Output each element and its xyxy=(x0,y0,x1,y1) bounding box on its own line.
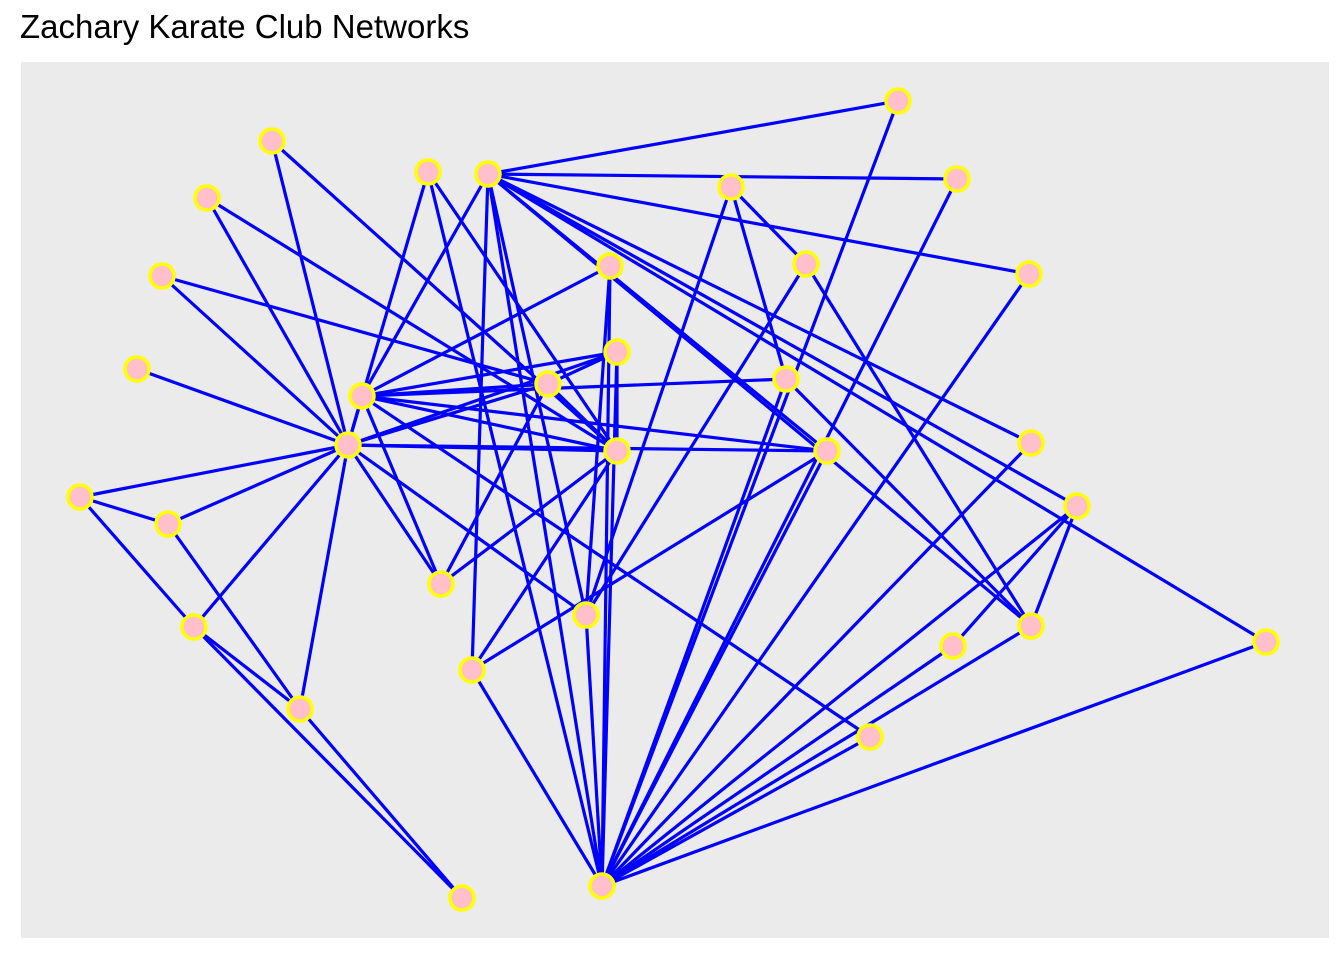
edge-n3-n33 xyxy=(360,173,490,397)
edge-n24-n33 xyxy=(486,172,1033,628)
node-n31 xyxy=(458,656,486,684)
chart-title: Zachary Karate Club Networks xyxy=(20,8,470,45)
edge-n1-n8 xyxy=(346,444,443,585)
edge-n31-n34 xyxy=(470,669,604,887)
edge-n25-n26 xyxy=(729,185,808,266)
node-n18 xyxy=(193,184,221,212)
edge-n30-n34 xyxy=(601,504,1078,888)
node-n33 xyxy=(474,160,502,188)
edge-n3-n29 xyxy=(361,264,611,398)
edge-n6-n17 xyxy=(192,625,464,900)
node-n23 xyxy=(1252,628,1280,656)
edge-n15-n34 xyxy=(600,441,1033,888)
edge-n1-n6 xyxy=(192,443,350,629)
edge-n19-n33 xyxy=(487,99,899,176)
edge-n2-n22 xyxy=(270,139,619,453)
node-n21 xyxy=(943,165,971,193)
edge-n1-n12 xyxy=(136,367,349,447)
node-n7 xyxy=(286,695,314,723)
node-n10 xyxy=(856,723,884,751)
node-n20 xyxy=(414,158,442,186)
node-n3 xyxy=(348,382,376,410)
node-n12 xyxy=(123,355,151,383)
edge-n4-n8 xyxy=(439,383,550,585)
edge-n26-n32 xyxy=(584,263,808,616)
edge-n32-n33 xyxy=(486,173,588,616)
edge-n1-n11 xyxy=(79,443,349,499)
edge-n3-n28 xyxy=(361,377,787,398)
node-n11 xyxy=(66,483,94,511)
edge-n23-n34 xyxy=(601,640,1267,888)
edge-n19-n34 xyxy=(600,100,900,887)
node-n16 xyxy=(1015,260,1043,288)
edge-n9-n31 xyxy=(471,449,828,672)
node-n4 xyxy=(534,370,562,398)
edge-n5-n7 xyxy=(166,523,302,710)
node-n13 xyxy=(148,262,176,290)
edge-n2-n18 xyxy=(206,196,618,453)
edge-n28-n34 xyxy=(600,378,788,887)
edge-n29-n34 xyxy=(600,265,612,887)
edge-n27-n34 xyxy=(601,644,954,888)
edge-n1-n13 xyxy=(160,274,350,447)
edge-n21-n34 xyxy=(600,178,959,887)
edge-n24-n26 xyxy=(804,263,1033,627)
node-n32 xyxy=(572,601,600,629)
node-n19 xyxy=(884,87,912,115)
edge-n32-n34 xyxy=(584,614,604,887)
edge-n31-n33 xyxy=(470,173,490,671)
edge-layer xyxy=(78,99,1267,900)
node-n1 xyxy=(334,431,362,459)
edge-n30-n33 xyxy=(487,172,1078,508)
edge-n10-n34 xyxy=(601,735,871,888)
edge-n2-n31 xyxy=(470,450,619,671)
node-n26 xyxy=(792,250,820,278)
node-n6 xyxy=(180,613,208,641)
edge-n3-n8 xyxy=(360,395,443,585)
edge-n20-n34 xyxy=(426,171,604,887)
node-n22 xyxy=(258,127,286,155)
edge-n3-n9 xyxy=(361,394,828,453)
node-n8 xyxy=(427,570,455,598)
edge-n1-n32 xyxy=(347,443,587,617)
edge-n1-n18 xyxy=(205,197,350,446)
edge-n25-n32 xyxy=(584,186,733,616)
edge-n16-n34 xyxy=(600,273,1031,887)
edge-n27-n30 xyxy=(951,504,1079,648)
edge-n6-n7 xyxy=(193,625,301,711)
edge-n1-n22 xyxy=(270,140,350,446)
edge-n29-n32 xyxy=(584,265,612,616)
edge-n23-n33 xyxy=(487,172,1267,644)
node-n5 xyxy=(154,510,182,538)
node-n28 xyxy=(772,365,800,393)
node-n25 xyxy=(717,173,745,201)
edge-n24-n30 xyxy=(1029,505,1079,627)
edge-n3-n14 xyxy=(361,350,618,398)
node-n2 xyxy=(603,437,631,465)
edge-n5-n11 xyxy=(79,495,169,526)
node-n30 xyxy=(1063,492,1091,520)
node-layer xyxy=(66,87,1280,912)
node-n17 xyxy=(448,884,476,912)
edge-n24-n28 xyxy=(784,377,1033,628)
edge-n1-n5 xyxy=(167,443,349,526)
edge-n24-n34 xyxy=(601,624,1032,888)
node-n15 xyxy=(1017,429,1045,457)
edge-n16-n33 xyxy=(487,172,1030,276)
edge-n25-n28 xyxy=(729,186,788,380)
node-n9 xyxy=(813,437,841,465)
edge-n1-n7 xyxy=(298,444,350,710)
edge-n6-n11 xyxy=(78,495,196,629)
node-n14 xyxy=(603,338,631,366)
edge-n2-n8 xyxy=(440,449,618,586)
edge-n7-n17 xyxy=(298,707,464,900)
edge-n4-n13 xyxy=(161,274,549,386)
node-n24 xyxy=(1017,612,1045,640)
edge-n33-n34 xyxy=(486,173,604,887)
node-n27 xyxy=(939,632,967,660)
edge-n1-n9 xyxy=(347,443,828,453)
node-n34 xyxy=(588,872,616,900)
node-n29 xyxy=(596,252,624,280)
